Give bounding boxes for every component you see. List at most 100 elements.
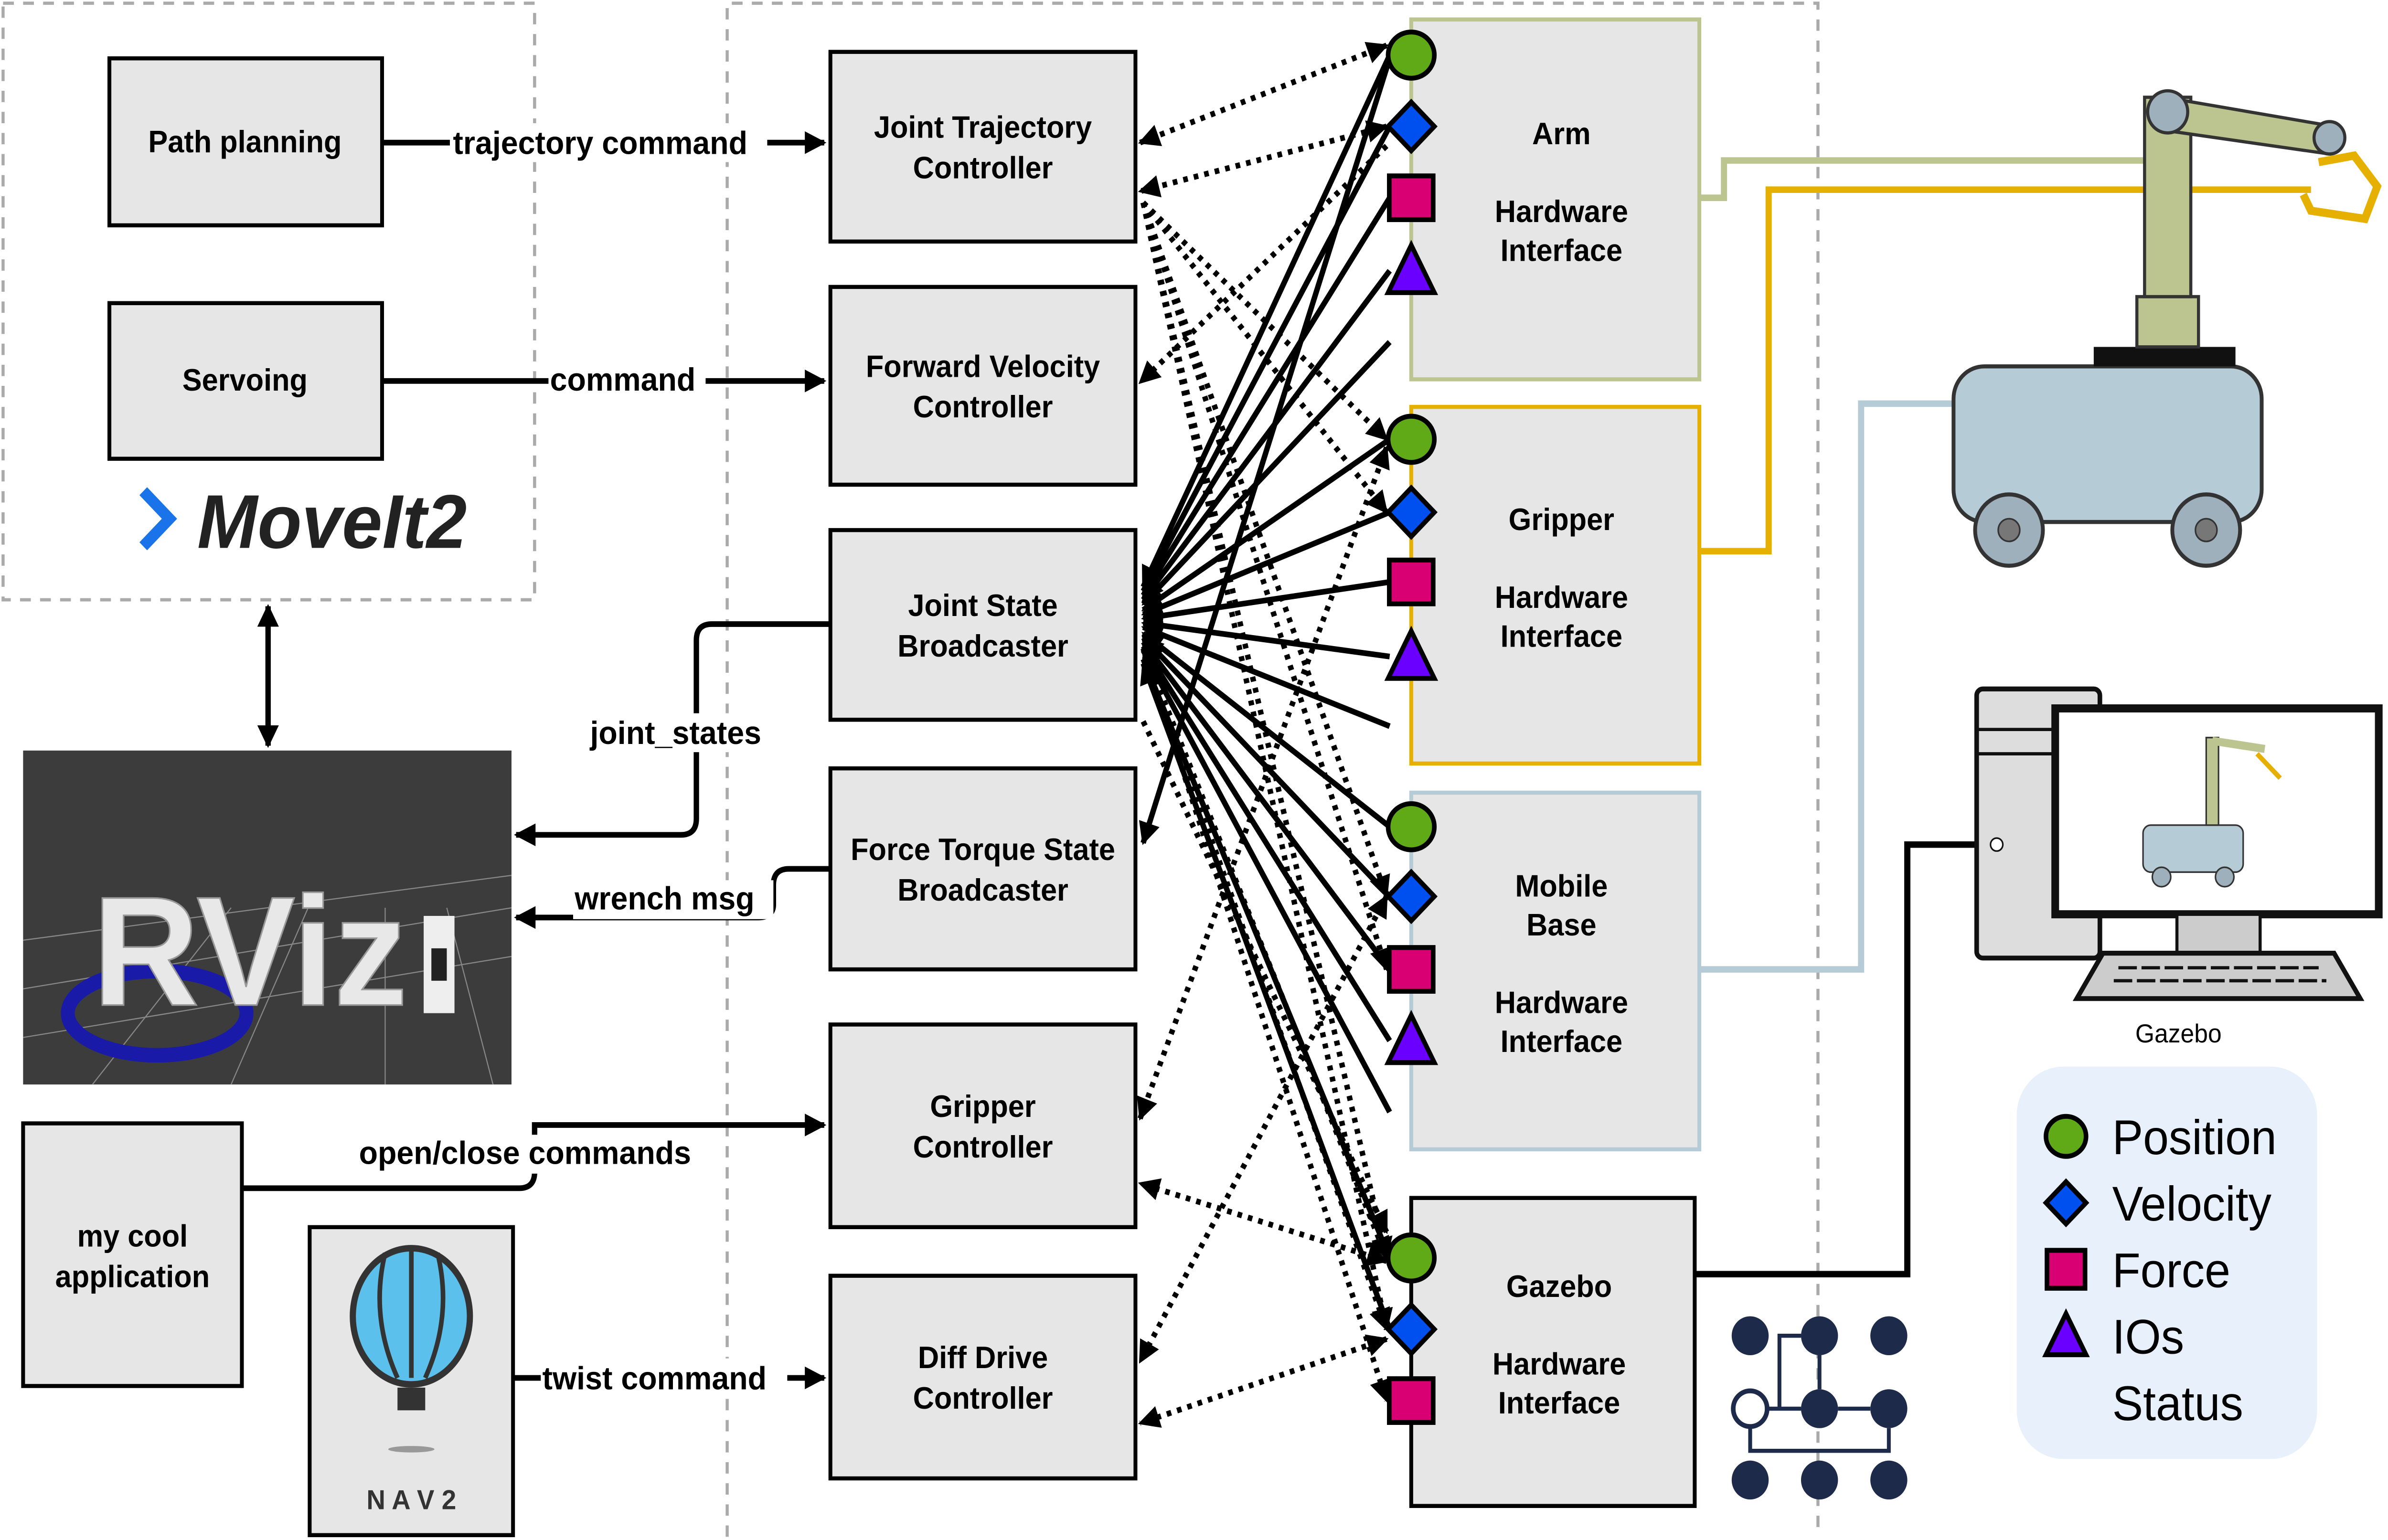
path-planning-box: Path planning: [107, 56, 384, 228]
circle-legend-icon: [2044, 1114, 2089, 1159]
legend-item-velocity: Velocity: [2043, 1177, 2272, 1232]
controller-label: Gripper: [930, 1090, 1035, 1124]
gripper-wire: [1699, 186, 2311, 554]
square-port-icon: [1387, 173, 1436, 223]
legend-item-ios: IOs: [2042, 1308, 2185, 1364]
connection-line: [1141, 720, 1389, 1234]
my-app-label-1: my cool: [77, 1219, 188, 1253]
legend-label: Force: [2112, 1243, 2230, 1298]
legend-item-status: Status: [2112, 1377, 2243, 1431]
connection-line: [1138, 894, 1389, 1364]
controller-label: Joint State: [908, 589, 1057, 623]
control-loop-icon: [1731, 1316, 1908, 1500]
diamond-port-icon: [1385, 1301, 1438, 1357]
connections: [1137, 42, 1396, 1428]
legend-label: Velocity: [2112, 1177, 2272, 1232]
legend-item-force: Force: [2045, 1243, 2230, 1298]
wrench-msg-label: wrench msg: [574, 881, 754, 917]
interface-ports: [1384, 29, 1439, 1425]
diamond-port-icon: [1385, 869, 1438, 924]
circle-port-icon: [1386, 29, 1437, 81]
square-port-icon: [1387, 1376, 1436, 1425]
circle-port-icon: [1386, 801, 1437, 852]
hardware-interfaces: ArmHardwareInterfaceGripperHardwareInter…: [1409, 17, 1702, 1508]
connection-line: [1141, 647, 1391, 1403]
legend-label: Position: [2112, 1111, 2277, 1165]
square-port-icon: [1387, 945, 1436, 994]
square-port-icon: [1387, 557, 1436, 606]
diamond-port-icon: [1385, 98, 1438, 154]
hardware-label: Gripper: [1509, 503, 1614, 537]
twist-command-label: twist command: [542, 1360, 767, 1397]
controller-label: Broadcaster: [897, 873, 1068, 907]
controller-label: Force Torque State: [851, 832, 1115, 867]
my-app-label-2: application: [55, 1260, 210, 1294]
rviz-image: RViz: [23, 750, 512, 1085]
connection-line: [1139, 47, 1396, 845]
triangle-port-icon: [1384, 1009, 1439, 1065]
controller-label: Controller: [913, 1130, 1053, 1164]
connection-line: [1138, 42, 1389, 146]
ros2-control-group: [725, 1, 1820, 1537]
hardware-label: Gazebo: [1506, 1269, 1612, 1304]
controller-label: Controller: [913, 151, 1053, 185]
gazebo-label: Gazebo: [2135, 1020, 2222, 1048]
circle-port-icon: [1386, 414, 1437, 465]
joint-states-label: joint_states: [589, 715, 761, 752]
servoing-label: Servoing: [182, 363, 308, 398]
circle-port-icon: [1386, 1232, 1437, 1284]
controller-label: Controller: [913, 1381, 1053, 1416]
gazebo-computer-illustration: Gazebo: [1974, 686, 2383, 1048]
controller-label: Joint Trajectory: [874, 110, 1092, 145]
diamond-legend-icon: [2043, 1178, 2090, 1228]
legend-label: IOs: [2112, 1310, 2185, 1364]
hardware-label: Hardware: [1495, 986, 1628, 1020]
connection-line: [1141, 644, 1392, 1042]
moveit2-logo: MoveIt2: [139, 479, 467, 564]
connection-line: [1141, 647, 1389, 1260]
hardware-label: Hardware: [1495, 581, 1628, 615]
controller-label: Diff Drive: [918, 1341, 1048, 1375]
legend-label: Status: [2112, 1377, 2243, 1431]
moveit-logo-text: MoveIt2: [197, 479, 467, 564]
triangle-legend-icon: [2042, 1308, 2090, 1358]
controller-label: Controller: [913, 390, 1053, 425]
gazebo-wire: [1695, 841, 1978, 1278]
nav2-logo: N A V 2: [308, 1225, 515, 1538]
mobile-manipulator-illustration: [1951, 89, 2382, 568]
moveit-group: [1, 1, 536, 602]
moveit-chevron-icon: [139, 487, 177, 551]
hardware-label: Mobile: [1515, 869, 1608, 903]
controller-label: Broadcaster: [897, 629, 1068, 663]
triangle-port-icon: [1384, 240, 1439, 295]
rviz-logo-text: RViz: [93, 865, 408, 1039]
hardware-label: Interface: [1501, 1025, 1622, 1059]
connection-line: [1141, 640, 1392, 971]
connection-line: [1138, 1334, 1389, 1428]
mobile-base-wire: [1699, 400, 1954, 973]
legend-item-position: Position: [2044, 1111, 2277, 1165]
connection-line: [1138, 144, 1389, 385]
open-close-commands-label: open/close commands: [359, 1135, 691, 1171]
servoing-box: Servoing: [107, 301, 384, 461]
command-label: command: [550, 362, 696, 398]
hardware-label: Arm: [1532, 117, 1591, 151]
hardware-label: Interface: [1501, 234, 1622, 268]
diamond-port-icon: [1385, 484, 1438, 540]
arm-wire: [1699, 157, 2149, 201]
nav2-logo-text: N A V 2: [366, 1484, 456, 1515]
hardware-label: Hardware: [1492, 1347, 1626, 1381]
